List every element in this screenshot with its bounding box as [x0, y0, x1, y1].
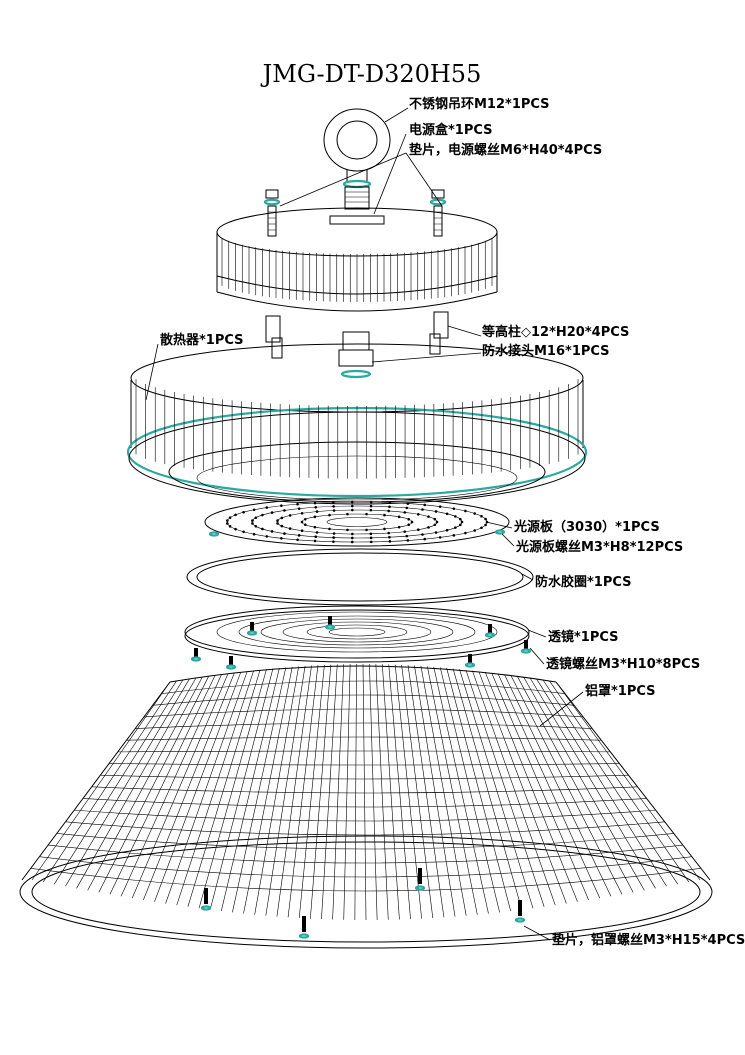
power-screw-left	[263, 189, 281, 237]
callout-washer-power-screw: 垫片，电源螺丝M6*H40*4PCS	[409, 142, 602, 158]
callout-standoff: 等高柱◇12*H20*4PCS	[481, 324, 629, 340]
callout-lens: 透镜*1PCS	[548, 629, 619, 645]
power-box	[216, 207, 498, 312]
callout-light-board: 光源板（3030）*1PCS	[513, 519, 660, 535]
callout-hoop-ring: 不锈钢吊环M12*1PCS	[409, 96, 550, 112]
waterproof-connector	[338, 331, 374, 379]
heatsink	[126, 343, 588, 505]
waterproof-gasket	[186, 548, 534, 606]
callouts: 不锈钢吊环M12*1PCS 电源盒*1PCS 垫片，电源螺丝M6*H40*4PC…	[145, 96, 745, 948]
standoffs	[265, 311, 449, 359]
callout-light-board-screw: 光源板螺丝M3*H8*12PCS	[515, 539, 683, 555]
callout-power-box: 电源盒*1PCS	[409, 122, 493, 138]
callout-reflector: 铝罩*1PCS	[585, 683, 656, 699]
drawing-title: JMG-DT-D320H55	[260, 60, 482, 88]
callout-waterproof-connector: 防水接头M16*1PCS	[482, 343, 610, 359]
lens	[184, 605, 532, 670]
callout-washer-reflector-screw: 垫片，铝罩螺丝M3*H15*4PCS	[552, 932, 745, 948]
light-source-board	[204, 497, 510, 547]
callout-lens-screw: 透镜螺丝M3*H10*8PCS	[546, 656, 700, 672]
callout-heatsink: 散热器*1PCS	[160, 332, 244, 348]
hoop-ring	[323, 108, 391, 210]
reflector	[19, 663, 713, 949]
callout-waterproof-gasket: 防水胶圈*1PCS	[535, 574, 632, 590]
